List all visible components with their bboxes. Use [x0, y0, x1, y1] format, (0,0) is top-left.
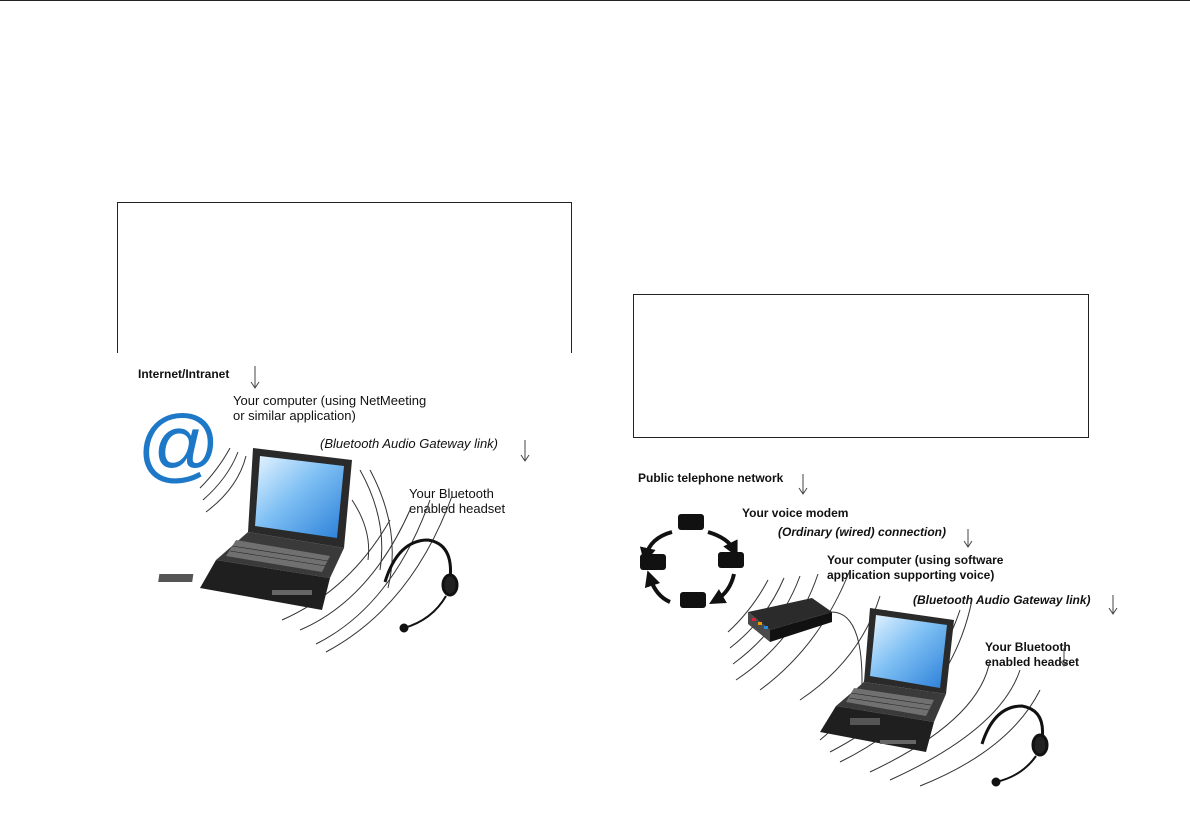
pointer-arrows — [250, 366, 1118, 667]
right-computer-label: Your computer (using software applicatio… — [827, 553, 1004, 582]
arrow-down-icon — [1108, 595, 1118, 615]
left-headset-icon — [383, 538, 459, 633]
left-laptop-icon — [158, 448, 352, 610]
arrow-down-icon — [798, 474, 808, 495]
right-frame-box — [633, 294, 1089, 438]
arrow-down-icon — [1059, 648, 1069, 667]
internet-at-icon: @ — [137, 399, 221, 490]
wired-connection-label: (Ordinary (wired) connection) — [778, 525, 947, 539]
telephone-icon — [640, 514, 744, 608]
voice-modem-label: Your voice modem — [742, 506, 849, 520]
arrow-down-icon — [250, 366, 260, 389]
right-laptop-icon — [820, 608, 954, 752]
left-computer-label: Your computer (using NetMeeting or simil… — [233, 393, 427, 423]
left-bluetooth-link-label: (Bluetooth Audio Gateway link) — [320, 436, 499, 451]
right-headset-icon — [980, 704, 1049, 787]
public-telephone-network-label: Public telephone network — [638, 471, 784, 485]
arrow-down-icon — [520, 440, 530, 462]
left-headset-label: Your Bluetooth enabled headset — [409, 486, 506, 516]
left-frame-box — [117, 202, 572, 353]
right-headset-label: Your Bluetooth enabled headset — [985, 640, 1080, 669]
top-rule — [0, 0, 1190, 1]
arrow-down-icon — [963, 529, 973, 548]
internet-intranet-label: Internet/Intranet — [138, 367, 230, 381]
right-bluetooth-link-label: (Bluetooth Audio Gateway link) — [913, 593, 1091, 607]
left-radio-waves-icon — [199, 447, 453, 653]
telephone-ring-icon — [639, 514, 744, 608]
